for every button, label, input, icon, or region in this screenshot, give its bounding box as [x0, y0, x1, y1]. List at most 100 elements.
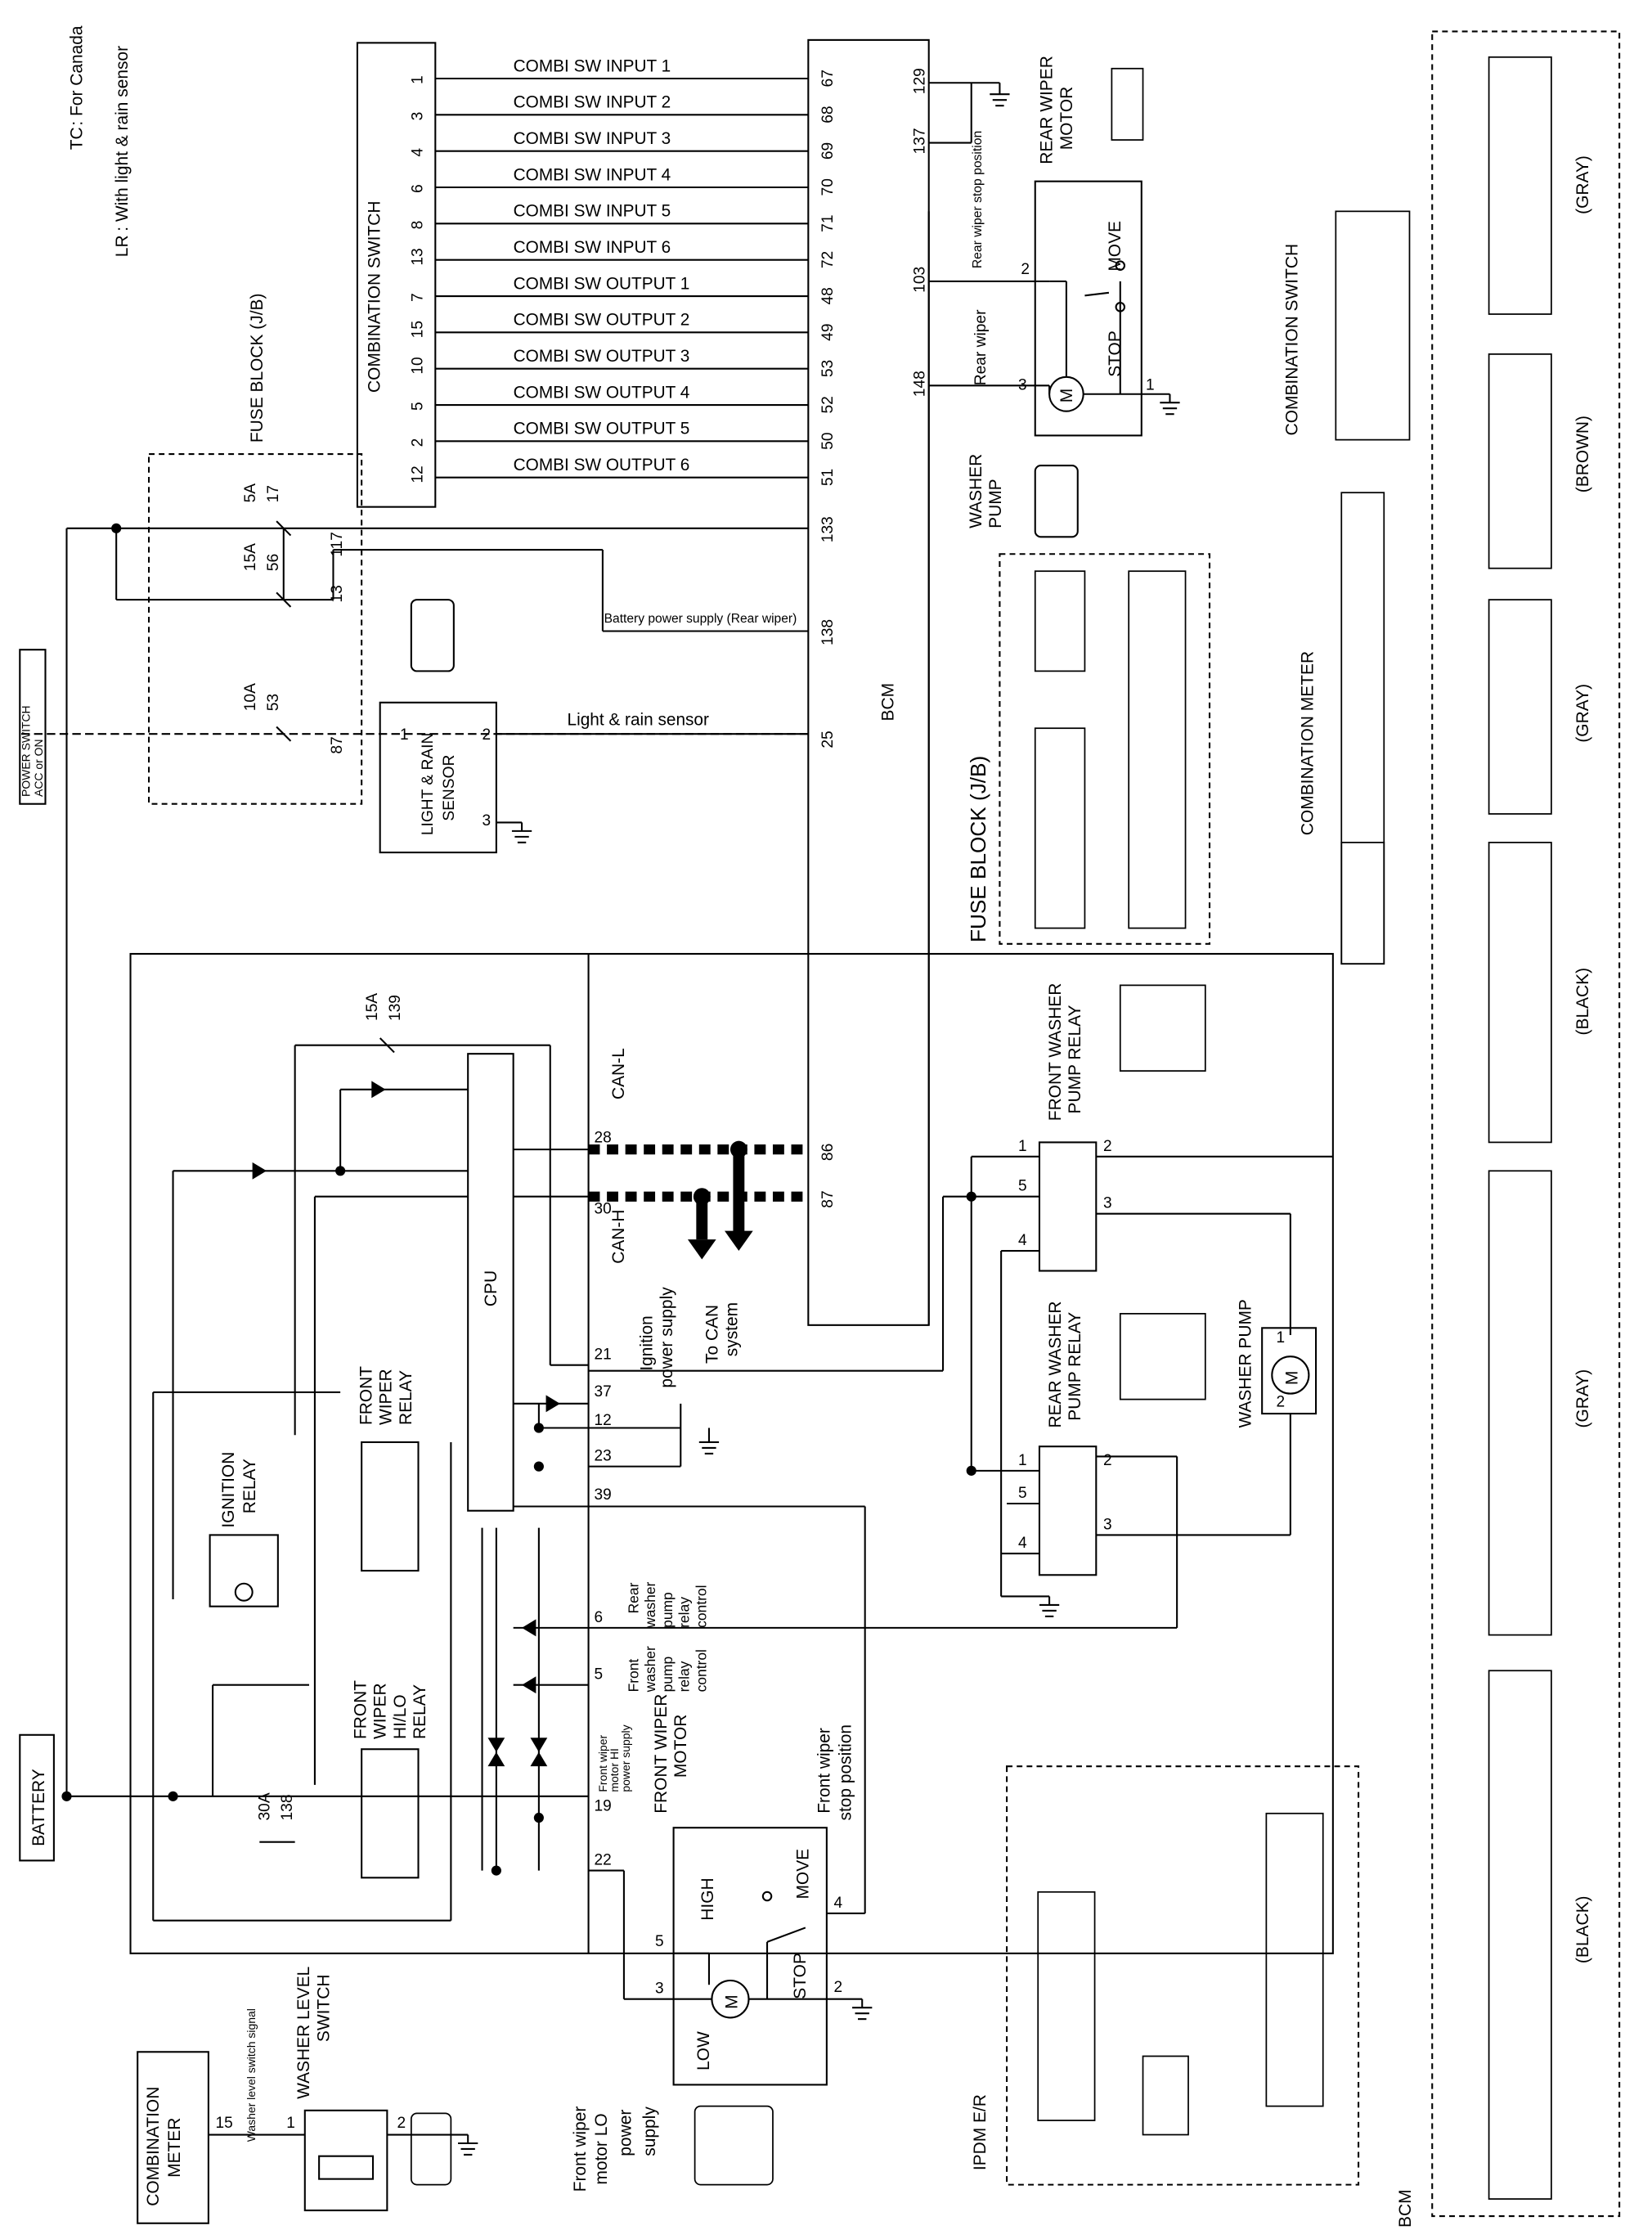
- c-pin-23: 23: [595, 1448, 612, 1465]
- c-pin-37: 37: [595, 1383, 612, 1400]
- power-switch-label-2: ACC or ON: [32, 739, 45, 797]
- combi-signal-label: COMBI SW INPUT 4: [514, 165, 671, 184]
- front-wiper-motor-label-2: MOTOR: [671, 1715, 690, 1778]
- fuse-15a-b: 15A: [364, 993, 381, 1021]
- pin-103: 103: [912, 267, 929, 293]
- fw-pin-4: 4: [1018, 1232, 1027, 1249]
- pin-86: 86: [819, 1144, 837, 1161]
- rear-wiper-label: Rear wiper: [972, 309, 990, 385]
- pin-25: 25: [819, 731, 837, 748]
- ignition-relay-label-1: IGNITION: [219, 1452, 238, 1528]
- can-h-label: CAN-H: [609, 1209, 628, 1263]
- hi-power-label-3: power supply: [619, 1724, 632, 1792]
- wp-pin-1: 1: [1277, 1329, 1286, 1347]
- washer-motor-m: M: [1283, 1371, 1302, 1385]
- pin-138: 138: [819, 619, 837, 645]
- lo-power-label-4: supply: [640, 2106, 659, 2156]
- ign-power-label-2: power supply: [658, 1287, 676, 1388]
- rear-stop-switch-label: STOP: [1106, 330, 1125, 377]
- lr-sensor-wire-label: Light & rain sensor: [568, 711, 709, 730]
- hilo-relay-label-1: FRONT: [351, 1680, 370, 1739]
- wp-pin-2: 2: [1277, 1393, 1286, 1410]
- rear-move-label: MOVE: [1106, 221, 1125, 272]
- c-pin-19: 19: [595, 1797, 612, 1814]
- bcm-pin: 52: [819, 396, 837, 413]
- fuse-30a: 30A: [256, 1792, 273, 1820]
- pin-148: 148: [912, 371, 929, 397]
- bcm-box: [807, 38, 930, 1326]
- fm-pin-2: 2: [834, 1979, 843, 1996]
- hilo-relay-label-3: HI/LO: [391, 1694, 410, 1739]
- combination-meter-conn-label: COMBINATION METER: [1299, 651, 1318, 835]
- fw-pin-3: 3: [1103, 1195, 1112, 1212]
- combi-sw-pin: 10: [410, 357, 427, 374]
- rear-stop-label: Rear wiper stop position: [971, 131, 985, 268]
- bcm-pin: 69: [819, 142, 837, 160]
- combi-signal-label: COMBI SW OUTPUT 1: [514, 274, 690, 293]
- lr-pin-1: 1: [400, 726, 409, 744]
- washer-level-signal-label: Washer level switch signal: [245, 2008, 258, 2142]
- ipdm-label: IPDM E/R: [971, 2094, 990, 2170]
- wl-pin-2: 2: [397, 2115, 406, 2132]
- combi-sw-pin: 8: [410, 221, 427, 230]
- combi-signal-label: COMBI SW OUTPUT 5: [514, 420, 690, 438]
- color-brown: (BROWN): [1573, 416, 1592, 492]
- rm-pin-1: 1: [1146, 376, 1155, 393]
- bcm-pin: 70: [819, 178, 837, 196]
- hi-power-label-2: motor HI: [608, 1748, 621, 1792]
- legend-tc-text: : For Canada: [68, 25, 87, 126]
- washer-pump-label-2: PUMP: [986, 479, 1005, 528]
- bcm-pin: 72: [819, 251, 837, 268]
- washer-pump-label-1: WASHER: [967, 454, 985, 528]
- combi-sw-pin: 6: [410, 184, 427, 193]
- low-label: LOW: [694, 2031, 713, 2070]
- ign-power-label-1: Ignition: [638, 1315, 657, 1370]
- combination-meter-label-1: COMBINATION: [144, 2087, 163, 2206]
- to-can-label-1: To CAN: [703, 1305, 721, 1364]
- rm-pin-2: 2: [1021, 261, 1030, 278]
- c-pin-22: 22: [595, 1852, 612, 1869]
- front-ctl-label-3: pump: [659, 1657, 676, 1693]
- bcm-pin: 68: [819, 106, 837, 123]
- rear-wiper-motor-box: [1034, 180, 1142, 437]
- front-stop-label-2: stop position: [836, 1724, 855, 1821]
- fw-pin-2: 2: [1103, 1138, 1112, 1155]
- color-gray-3: (GRAY): [1573, 1369, 1592, 1428]
- front-wiper-motor-label-1: FRONT WIPER: [652, 1694, 671, 1814]
- bcm-pin: 71: [819, 214, 837, 232]
- c-pin-6: 6: [595, 1609, 604, 1626]
- ignition-relay-label-2: RELAY: [240, 1459, 259, 1513]
- fuse-56: 56: [265, 554, 282, 571]
- bcm-pin: 48: [819, 287, 837, 304]
- legend-lr-text: : With light & rain sensor: [113, 46, 132, 232]
- fuse-10a: 10A: [242, 683, 259, 711]
- combi-sw-pin: 4: [410, 148, 427, 157]
- combi-signal-label: COMBI SW INPUT 3: [514, 129, 671, 148]
- front-wiper-relay-label-3: RELAY: [397, 1370, 415, 1425]
- front-stop-label-1: Front wiper: [815, 1728, 833, 1814]
- fm-pin-3: 3: [655, 1980, 664, 1998]
- c-pin-28: 28: [595, 1129, 612, 1146]
- bcm-conn-label: BCM: [1396, 2189, 1415, 2228]
- pin-117: 117: [329, 532, 346, 557]
- rear-motor-m: M: [1057, 389, 1076, 402]
- battery-label: BATTERY: [29, 1769, 48, 1846]
- combi-sw-pin: 1: [410, 75, 427, 84]
- batt-rear-label: Battery power supply (Rear wiper): [604, 612, 797, 626]
- rw-pin-1: 1: [1018, 1452, 1027, 1469]
- front-move-label: MOVE: [793, 1849, 812, 1900]
- lo-power-label-1: Front wiper: [571, 2106, 590, 2192]
- c-pin-39: 39: [595, 1486, 612, 1504]
- fw-pin-5: 5: [1018, 1178, 1027, 1195]
- rw-pin-2: 2: [1103, 1452, 1112, 1469]
- rear-washer-relay-label-1: REAR WASHER: [1046, 1301, 1065, 1427]
- washer-level-label-1: WASHER LEVEL: [294, 1967, 313, 2099]
- rw-pin-5: 5: [1018, 1485, 1027, 1502]
- rear-ctl-label-4: relay: [676, 1597, 693, 1628]
- rear-ctl-label-5: control: [694, 1585, 710, 1628]
- color-gray-1: (GRAY): [1573, 155, 1592, 214]
- combi-signal-label: COMBI SW OUTPUT 2: [514, 311, 690, 330]
- lo-power-label-2: motor LO: [592, 2113, 611, 2184]
- hilo-relay-label-2: WIPER: [371, 1683, 390, 1739]
